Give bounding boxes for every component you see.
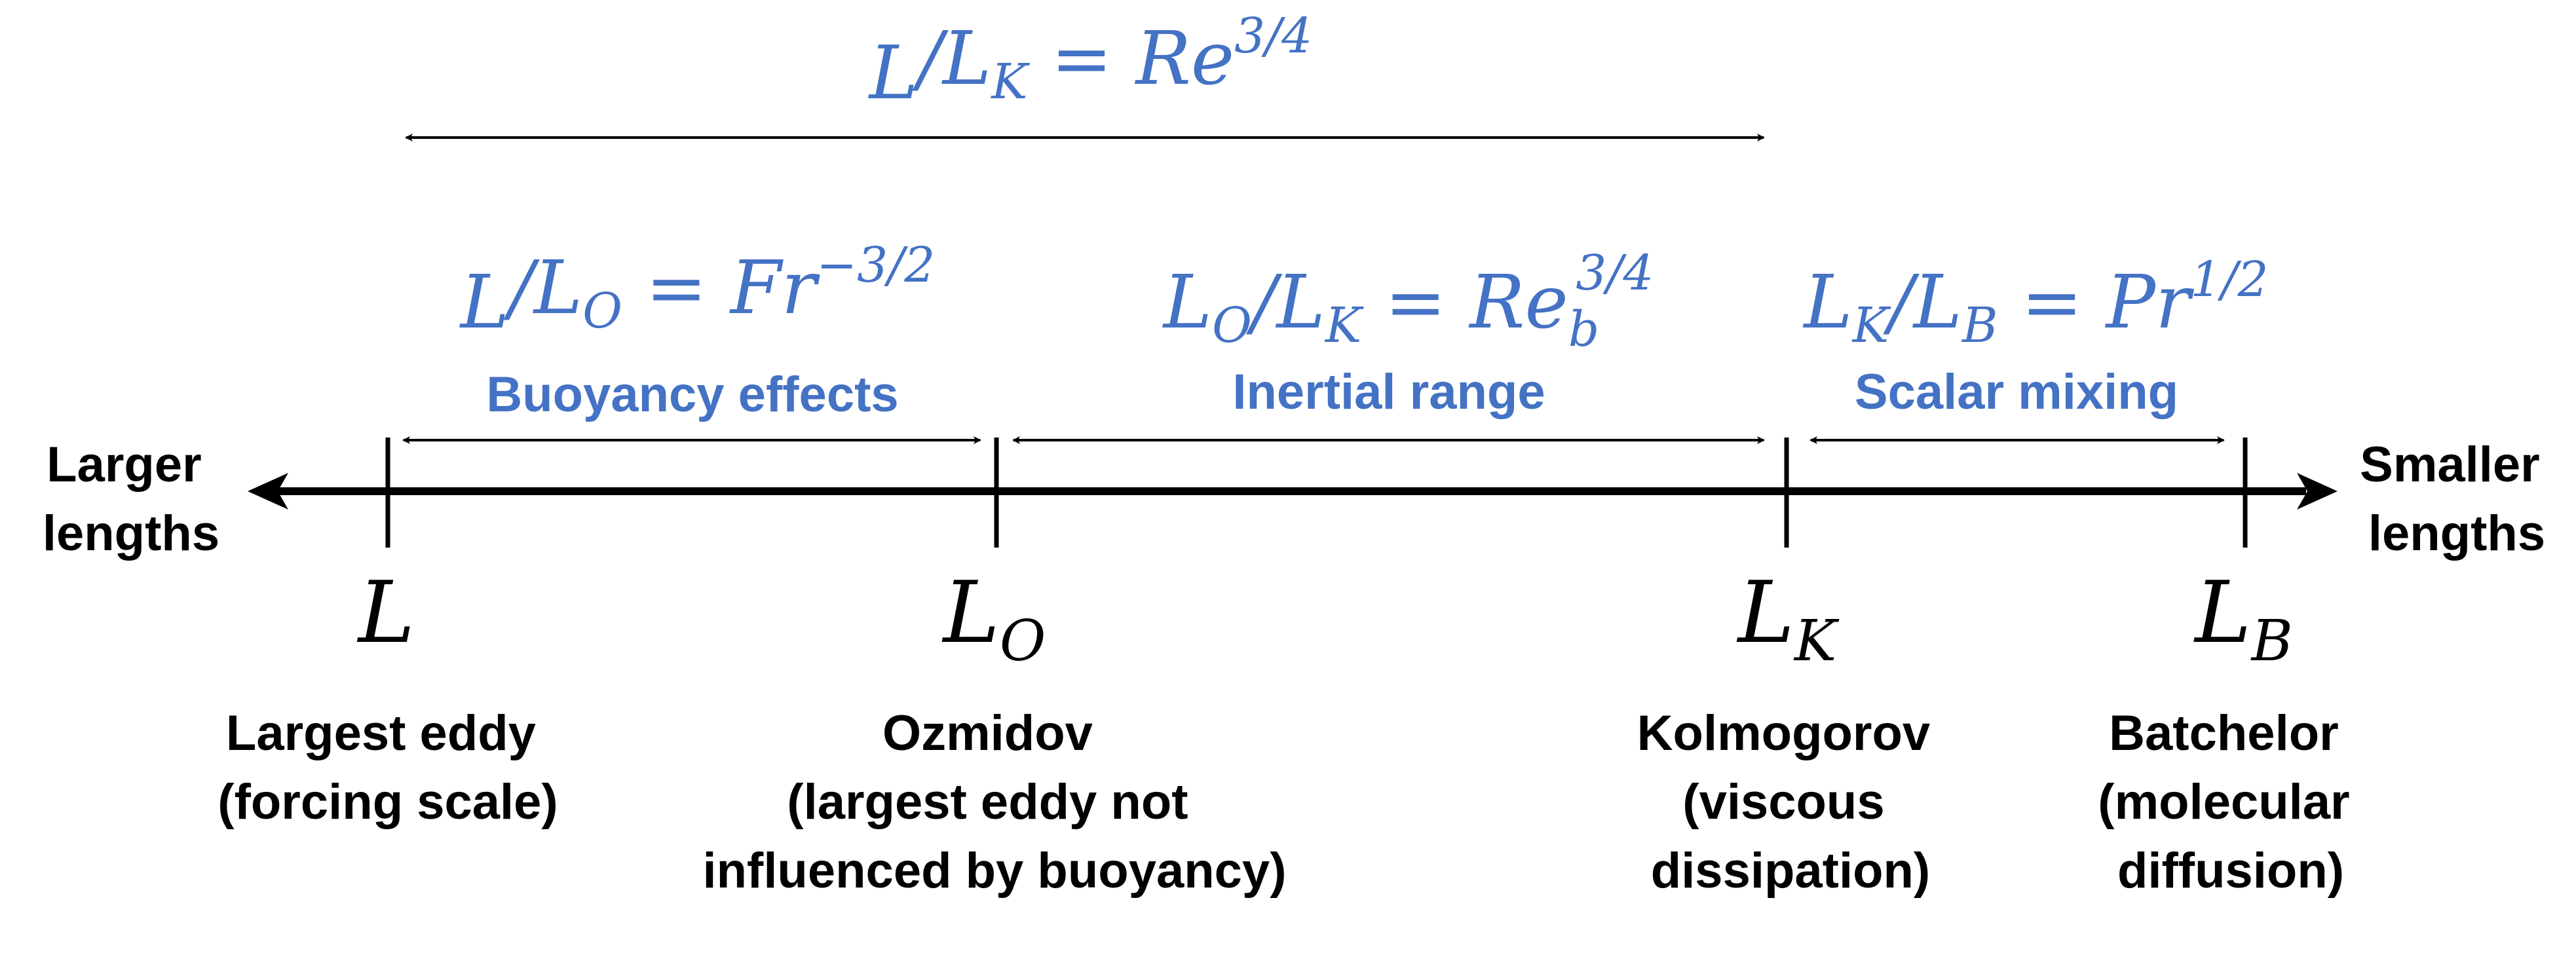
overall-lhs-a: L — [868, 31, 918, 116]
scale-desc-kolmogorov: Kolmogorov (viscous dissipation) — [1637, 705, 1944, 899]
axis-left-label: Larger lengths — [43, 437, 219, 561]
overall-rhs: Re — [1135, 16, 1235, 102]
scale-symbol-L: L — [357, 563, 415, 662]
overall-rhs-sup: 3/4 — [1234, 8, 1312, 64]
scale-desc-batchelor: Batchelor (molecular diffusion) — [2098, 705, 2363, 899]
axis-right-arrowhead — [2297, 473, 2338, 510]
scale-symbol-LO: LO — [942, 563, 1046, 674]
overall-relation: L/LK = Re3/4 — [868, 8, 1313, 116]
overall-lhs-b-sub: K — [990, 54, 1030, 110]
axis-right-label: Smaller lengths — [2360, 437, 2554, 561]
scale-desc-largest-eddy: Largest eddy (forcing scale) — [218, 705, 558, 830]
scale-symbol-LB: LB — [2193, 563, 2293, 674]
range-scalar-relation: LK/LB = Pr1/2 — [1802, 252, 2268, 354]
range-inertial-label: Inertial range — [1232, 364, 1545, 420]
length-axis — [248, 473, 2338, 510]
overall-lhs-b: L — [941, 16, 991, 102]
range-buoyancy-relation: L/LO = Fr−3/2 — [459, 237, 936, 345]
scale-symbol-LK: LK — [1737, 563, 1840, 674]
axis-left-arrowhead — [248, 473, 288, 510]
scale-desc-ozmidov: Ozmidov (largest eddy not influenced by … — [702, 705, 1286, 899]
range-scalar-label: Scalar mixing — [1855, 364, 2178, 420]
range-buoyancy-label: Buoyancy effects — [486, 367, 898, 422]
range-inertial-relation: LO/LK = Reb3/4 — [1162, 245, 1654, 358]
